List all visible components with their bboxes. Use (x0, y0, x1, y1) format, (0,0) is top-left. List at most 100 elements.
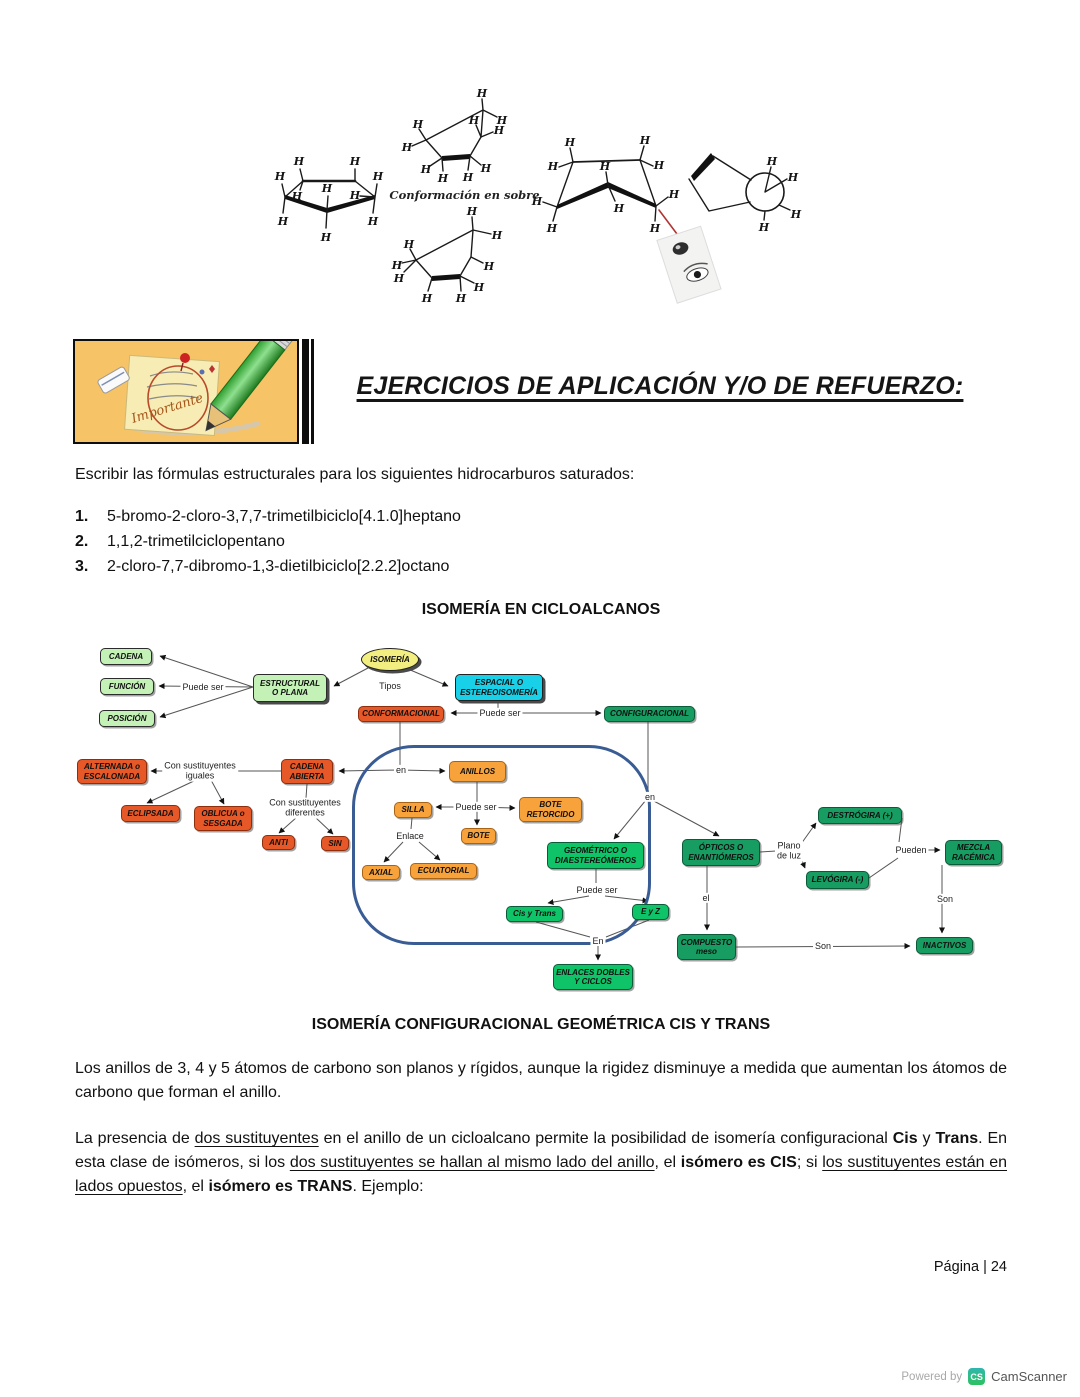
map-node-silla: SILLA (394, 802, 432, 818)
map-node-conformacional: CONFORMACIONAL (358, 706, 444, 722)
atom-label: H (758, 221, 770, 234)
pencil-note-clipart: Importante (97, 316, 299, 437)
map-edge-label: Con sustituyentes iguales (162, 760, 238, 782)
map-edge-label: Puede ser (574, 884, 620, 896)
map-node-oblicua: OBLICUA o SESGADA (194, 806, 252, 831)
atom-label: H (437, 172, 449, 185)
page-number: Página | 24 (933, 1259, 1007, 1275)
atom-label: H (349, 155, 361, 168)
map-node-eclipsada: ECLIPSADA (121, 805, 180, 822)
map-edge-label: En (590, 935, 606, 947)
map-node-enlaces: ENLACES DOBLES Y CICLOS (553, 964, 633, 990)
atom-label: H (546, 222, 558, 235)
exercise-item-number: 2. (75, 533, 89, 550)
text-run: dos sustituyentes (194, 1130, 319, 1147)
text-run: y (917, 1130, 936, 1147)
atom-label: H (466, 205, 478, 218)
atom-label: H (403, 238, 415, 251)
atom-label: H (790, 208, 802, 221)
map-node-compuesto-meso: COMPUESTO meso (677, 934, 736, 960)
map-node-cadena-abierta: CADENA ABIERTA (281, 759, 333, 784)
atom-label: H (476, 87, 488, 100)
text-run: Cis (892, 1130, 918, 1147)
map-edge-label: Enlace (394, 830, 426, 842)
atom-label: H (393, 272, 405, 285)
text-run: los sustituyentes están en lados opuesto… (75, 1154, 1008, 1195)
exercise-item-number: 1. (75, 508, 89, 525)
atom-label: H (653, 159, 665, 172)
camscanner-footer: Powered by CS CamScanner (901, 1368, 1067, 1385)
map-node-axial: AXIAL (362, 865, 400, 880)
map-edge-label: en (642, 791, 658, 803)
exercise-item: 3.2-cloro-7,7-dibromo-1,3-dietilbiciclo[… (75, 558, 1007, 576)
section-title: EJERCICIOS DE APLICACIÓN Y/O DE REFUERZO… (356, 372, 964, 400)
exercise-item-text: 2-cloro-7,7-dibromo-1,3-dietilbiciclo[2.… (107, 558, 450, 575)
map-node-posicion: POSICIÓN (99, 710, 155, 727)
atom-label: H (649, 222, 661, 235)
map-node-eyz: E y Z (632, 904, 669, 920)
map-node-configuracional: CONFIGURACIONAL (604, 706, 695, 722)
text-run: en el anillo de un cicloalcano permite l… (318, 1130, 893, 1147)
map-edge-label: Pueden (893, 844, 929, 856)
paragraph-rings: Los anillos de 3, 4 y 5 átomos de carbon… (75, 1060, 1007, 1101)
atom-label: H (321, 182, 333, 195)
text-run: isómero es CIS (680, 1154, 797, 1171)
atom-label: H (277, 215, 289, 228)
text-run: , el (182, 1178, 209, 1195)
exercise-item: 1. 5-bromo-2-cloro-3,7,7-trimetilbiciclo[… (75, 508, 1007, 526)
atom-label: H (483, 260, 495, 273)
atom-label: H (291, 190, 303, 203)
exercise-list: 1. 5-bromo-2-cloro-3,7,7-trimetilbiciclo[… (75, 508, 1007, 583)
map-edge-label: Puede ser (180, 681, 226, 693)
map-heading: ISOMERÍA EN CICLOALCANOS (421, 601, 661, 618)
map-node-destrogira: DESTRÓGIRA (+) (818, 807, 902, 824)
banner-divider-bar (302, 339, 309, 444)
atom-label: H (421, 292, 433, 305)
map-node-ecuatorial: ECUATORIAL (410, 863, 477, 879)
atom-label: H (462, 171, 474, 184)
ring-conformations-outline (352, 745, 651, 945)
map-edge-label: Son (934, 893, 956, 905)
atom-label: H (412, 118, 424, 131)
exercise-item-text: 5-bromo-2-cloro-3,7,7-trimetilbiciclo[4.… (107, 508, 461, 525)
map-node-funcion: FUNCIÓN (100, 678, 154, 695)
atom-label: H (401, 141, 413, 154)
atom-label: H (349, 189, 361, 202)
text-run: La presencia de (75, 1130, 195, 1147)
camscanner-logo-icon: CS (968, 1368, 986, 1385)
map-node-espacial: ESPACIAL O ESTEREOISOMERÍA (455, 674, 543, 701)
atom-label: H (473, 281, 485, 294)
powered-by-label: Powered by (901, 1370, 963, 1383)
map-edge-label: Son (812, 940, 834, 952)
atom-label: H (531, 195, 543, 208)
atom-label: H (613, 202, 625, 215)
map-node-anillos: ANILLOS (449, 761, 506, 782)
atom-label: H (491, 229, 503, 242)
atom-label: H (455, 292, 467, 305)
map-edge-label: Tipos (377, 680, 403, 692)
map-node-bote: BOTE (461, 828, 496, 844)
atom-label: H (274, 170, 286, 183)
importante-banner: Importante (73, 316, 299, 444)
map-node-isomeria: ISOMERÍA (361, 648, 419, 671)
map-edge-label: el (700, 892, 712, 904)
atom-label: H (480, 162, 492, 175)
figure-caption: Conformación en sobre (389, 188, 540, 202)
exercise-intro: Escribir las fórmulas estructurales para… (75, 466, 635, 483)
section2-heading: ISOMERÍA CONFIGURACIONAL GEOMÉTRICA CIS … (311, 1016, 771, 1033)
banner-divider-bar-thin (311, 339, 314, 444)
map-edge-label: Plano de luz (774, 840, 804, 862)
text-run: , el (654, 1154, 681, 1171)
map-edge-label: en (393, 764, 409, 776)
map-node-cis-trans: Cis y Trans (506, 906, 563, 922)
atom-label: H (564, 136, 576, 149)
map-node-geometrico: GEOMÉTRICO O DIAESTEREÓMEROS (547, 842, 644, 869)
exercise-item: 2.1,1,2-trimetilciclopentano (75, 533, 1007, 551)
map-node-estructural: ESTRUCTURAL O PLANA (253, 674, 327, 702)
atom-label: H (547, 160, 559, 173)
paragraph-cis-trans: La presencia de dos sustituyentes en el … (75, 1127, 1007, 1199)
text-run: . Ejemplo: (352, 1178, 424, 1195)
atom-label: H (599, 160, 611, 173)
